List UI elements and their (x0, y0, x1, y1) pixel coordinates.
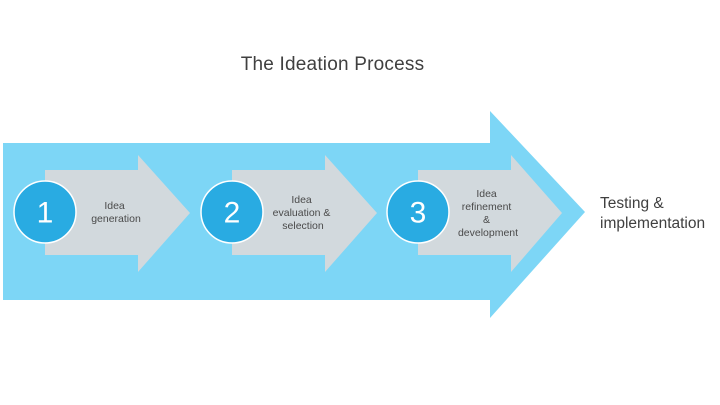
step-2-label-line-3: selection (282, 220, 324, 232)
step-2-label: Idea evaluation & selection (273, 194, 334, 232)
step-1-group[interactable]: 1 Idea generation (13, 155, 190, 272)
step-3-group[interactable]: 3 Idea refinement & development (386, 155, 562, 272)
step-2-circle (200, 180, 264, 244)
step-1-number: 1 (37, 197, 54, 230)
step-3-label-line-4: development (458, 227, 518, 239)
step-1-label: Idea generation (91, 200, 141, 225)
step-3-arrow (418, 155, 562, 272)
step-3-label-line-2: refinement (462, 201, 512, 213)
step-1-label-line-2: generation (91, 213, 141, 225)
step-1-circle (13, 180, 77, 244)
outcome-label-line-2: implementation (600, 215, 705, 232)
step-2-label-line-1: Idea (291, 194, 312, 206)
step-3-number: 3 (410, 197, 427, 230)
step-3-label-line-1: Idea (476, 188, 497, 200)
step-3-label-line-3: & (483, 214, 490, 226)
outcome-label: Testing & implementation (600, 195, 705, 232)
step-3-label: Idea refinement & development (458, 188, 518, 239)
step-1-arrow (45, 155, 190, 272)
step-2-number: 2 (224, 197, 241, 230)
outcome-label-line-1: Testing & (600, 195, 664, 212)
step-2-label-line-2: evaluation & (273, 207, 331, 219)
step-2-group[interactable]: 2 Idea evaluation & selection (200, 155, 377, 272)
step-1-label-line-1: Idea (104, 200, 125, 212)
page-title: The Ideation Process (240, 54, 425, 75)
step-2-arrow (232, 155, 377, 272)
step-3-circle (386, 180, 450, 244)
